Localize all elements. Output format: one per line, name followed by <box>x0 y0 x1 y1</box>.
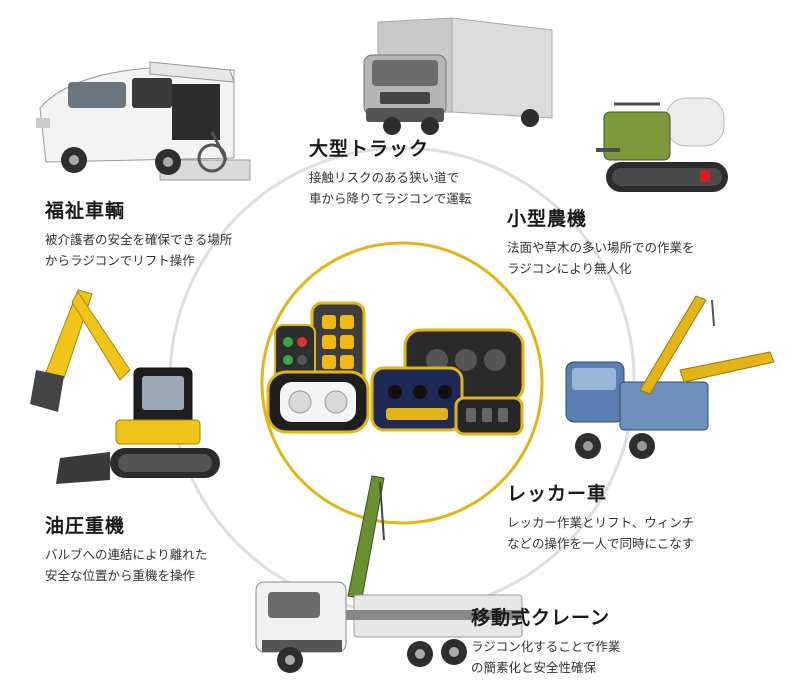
agricultural-machine-icon <box>596 97 728 192</box>
label-truck-line-1: 接触リスクのある狭い道で <box>309 170 460 185</box>
label-welfare-title: 福祉車輌 <box>45 200 126 222</box>
label-excavator-title: 油圧重機 <box>45 515 126 537</box>
label-agri: 小型農機 法面や草木の多い場所での作業を ラジコンにより無人化 <box>507 207 695 279</box>
label-truck: 大型トラック 接触リスクのある狭い道で 車から降りてラジコンで運転 <box>309 137 471 209</box>
label-crane-title: 移動式クレーン <box>471 607 611 629</box>
label-welfare-line-1: 被介護者の安全を確保できる場所 <box>45 232 233 247</box>
label-excavator-line-1: バルブへの連結により離れた <box>45 547 208 562</box>
label-wrecker-line-2: などの操作を一人で同時にこなす <box>507 536 695 551</box>
label-wrecker-line-1: レッカー作業とリフト、ウィンチ <box>507 515 695 530</box>
label-agri-line-2: ラジコンにより無人化 <box>507 261 632 276</box>
label-agri-line-1: 法面や草木の多い場所での作業を <box>507 240 695 255</box>
welfare-van-icon <box>36 61 251 181</box>
hydraulic-excavator-icon <box>30 289 220 484</box>
label-truck-line-2: 車から降りてラジコンで運転 <box>309 191 472 206</box>
label-wrecker-title: レッカー車 <box>507 483 608 505</box>
tow-truck-icon <box>565 295 775 459</box>
label-agri-title: 小型農機 <box>507 208 588 230</box>
label-crane-line-2: の簡素化と安全性確保 <box>471 660 597 675</box>
label-crane-line-1: ラジコン化することで作業 <box>471 639 621 654</box>
label-wrecker: レッカー車 レッカー作業とリフト、ウィンチ などの操作を一人で同時にこなす <box>507 482 694 554</box>
remote-controller-icon <box>266 301 525 436</box>
label-welfare-line-2: からラジコンでリフト操作 <box>45 253 195 268</box>
label-excavator: 油圧重機 バルブへの連結により離れた 安全な位置から重機を操作 <box>45 514 207 586</box>
box-truck-icon <box>363 17 553 135</box>
truck-crane-icon <box>255 475 523 673</box>
label-excavator-line-2: 安全な位置から重機を操作 <box>45 568 196 583</box>
label-crane: 移動式クレーン ラジコン化することで作業 の簡素化と安全性確保 <box>471 606 620 678</box>
label-welfare: 福祉車輌 被介護者の安全を確保できる場所 からラジコンでリフト操作 <box>45 199 232 271</box>
label-truck-title: 大型トラック <box>309 138 430 160</box>
